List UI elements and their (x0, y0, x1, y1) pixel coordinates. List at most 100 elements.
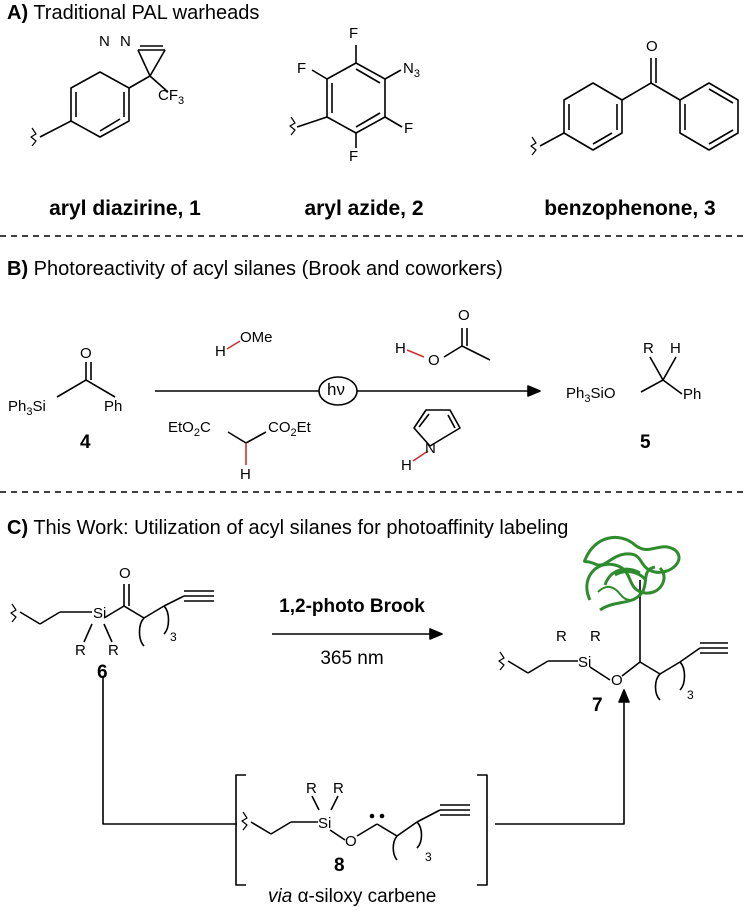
arrow-head-b (527, 385, 541, 397)
azide-f-top: F (349, 25, 359, 42)
c6-o-label: O (119, 565, 131, 582)
pyrrole-n: N (425, 440, 436, 457)
arrow-label-photo-brook: 1,2-photo Brook (279, 596, 425, 617)
product-5-structure (640, 356, 683, 395)
diazirine-structure (30, 45, 169, 147)
arrow-head-c (429, 628, 443, 640)
meoh-ome: OMe (240, 329, 273, 346)
section-c-letter: C) (7, 517, 29, 539)
cf3-text: CF (158, 87, 178, 104)
malonate-left-eto: EtO (168, 419, 194, 436)
c7-si-label: Si (578, 654, 592, 671)
aryl-azide-structure (289, 45, 403, 148)
c8-r-right: R (333, 780, 344, 797)
ph3si-si: Si (32, 398, 46, 415)
product-ph: Ph (683, 386, 702, 403)
acid-o-double: O (458, 307, 470, 324)
caption-benzophenone: benzophenone, 3 (544, 197, 716, 220)
n3-subscript: 3 (413, 68, 420, 80)
compound-5-number: 5 (640, 432, 651, 453)
acetic-acid-structure (406, 328, 491, 361)
meoh-h: H (215, 343, 226, 360)
section-a-text: Traditional PAL warheads (33, 2, 260, 24)
azide-f-bottom: F (349, 148, 359, 165)
malonate-right-sub: 2 (290, 427, 297, 439)
malonate-right-co: CO (268, 419, 291, 436)
pathway-arrow-head (618, 689, 630, 703)
ph3si-ph: Ph (8, 398, 27, 415)
via-italic: via (268, 886, 293, 907)
acylsilane-4-structure (56, 362, 116, 398)
bracket-left (235, 774, 246, 886)
azide-n3-label: N3 (403, 60, 420, 80)
diazirine-n-left: N (99, 33, 110, 50)
azide-f-lower-right: F (404, 120, 414, 137)
malonate-left-sub: 2 (193, 427, 200, 439)
acid-o-single: O (428, 352, 440, 369)
section-a-title: A) Traditional PAL warheads (7, 2, 259, 25)
acyl-ph-label: Ph (104, 398, 123, 415)
section-b-title: B) Photoreactivity of acyl silanes (Broo… (7, 258, 503, 281)
c7-o-label: O (611, 672, 623, 689)
product-ph3sio: Ph3SiO (566, 385, 616, 405)
c8-o-label: O (345, 833, 357, 850)
c7-r-right: R (590, 628, 601, 645)
cf3-subscript: 3 (178, 95, 185, 107)
pathway-line-left (102, 676, 237, 825)
section-a-letter: A) (7, 2, 29, 24)
c8-subscript-3: 3 (425, 850, 432, 864)
meoh-red-bond (226, 340, 241, 350)
c8-r-left: R (306, 780, 317, 797)
malonate-left-c: C (199, 419, 211, 436)
hv-label: hν (327, 380, 345, 399)
diazirine-n-right: N (120, 33, 131, 50)
azide-f-upper-left: F (297, 60, 307, 77)
carbene-dot-1 (369, 813, 375, 819)
compound-4-number: 4 (80, 432, 91, 453)
section-b-letter: B) (7, 258, 29, 280)
caption-diazirine: aryl diazirine, 1 (49, 197, 201, 220)
malonate-right: CO2Et (268, 419, 311, 439)
hv-circle (318, 376, 358, 406)
pathway-line-right (495, 700, 625, 825)
ph3si-sub: 3 (26, 406, 33, 418)
c7-r-left: R (556, 628, 567, 645)
n3-text: N (403, 60, 414, 77)
product-7-structure (498, 580, 728, 701)
c6-r-right: R (108, 642, 119, 659)
acylsilane-6-structure (10, 584, 214, 647)
product-ph3-sub: 3 (584, 393, 591, 405)
benzophenone-o: O (646, 38, 658, 55)
c7-subscript-3: 3 (687, 688, 694, 702)
benzophenone-structure (530, 58, 739, 156)
product-h: H (670, 340, 681, 357)
section-c-title: C) This Work: Utilization of acyl silane… (7, 517, 568, 540)
product-sio-text: SiO (590, 385, 616, 402)
arrow-label-wavelength: 365 nm (320, 648, 384, 669)
via-carbene-caption: via α-siloxy carbene (268, 886, 436, 908)
section-c-text: This Work: Utilization of acyl silanes f… (33, 517, 569, 539)
malonate-h: H (240, 466, 251, 483)
product-ph3-text: Ph (566, 385, 585, 402)
cf3-label: CF3 (158, 87, 184, 107)
carbene-8-structure (241, 795, 470, 861)
caption-azide: aryl azide, 2 (304, 197, 424, 220)
carbene-dot-2 (379, 813, 385, 819)
product-r: R (643, 340, 654, 357)
protein-cartoon (583, 536, 681, 612)
malonate-left: EtO2C (168, 419, 211, 439)
bracket-right (477, 774, 488, 886)
compound-7-number: 7 (592, 695, 603, 716)
c8-si-label: Si (318, 815, 332, 832)
acid-h: H (395, 340, 406, 357)
pyrrole-h: H (401, 457, 412, 474)
compound-6-number: 6 (97, 662, 108, 683)
c6-r-left: R (75, 642, 86, 659)
acyl-o-label: O (80, 345, 92, 362)
pyrrole-structure (412, 409, 461, 462)
compound-8-number: 8 (334, 855, 345, 876)
c6-subscript-3: 3 (170, 630, 177, 644)
c6-si-label: Si (93, 605, 107, 622)
via-rest: α-siloxy carbene (292, 886, 437, 907)
